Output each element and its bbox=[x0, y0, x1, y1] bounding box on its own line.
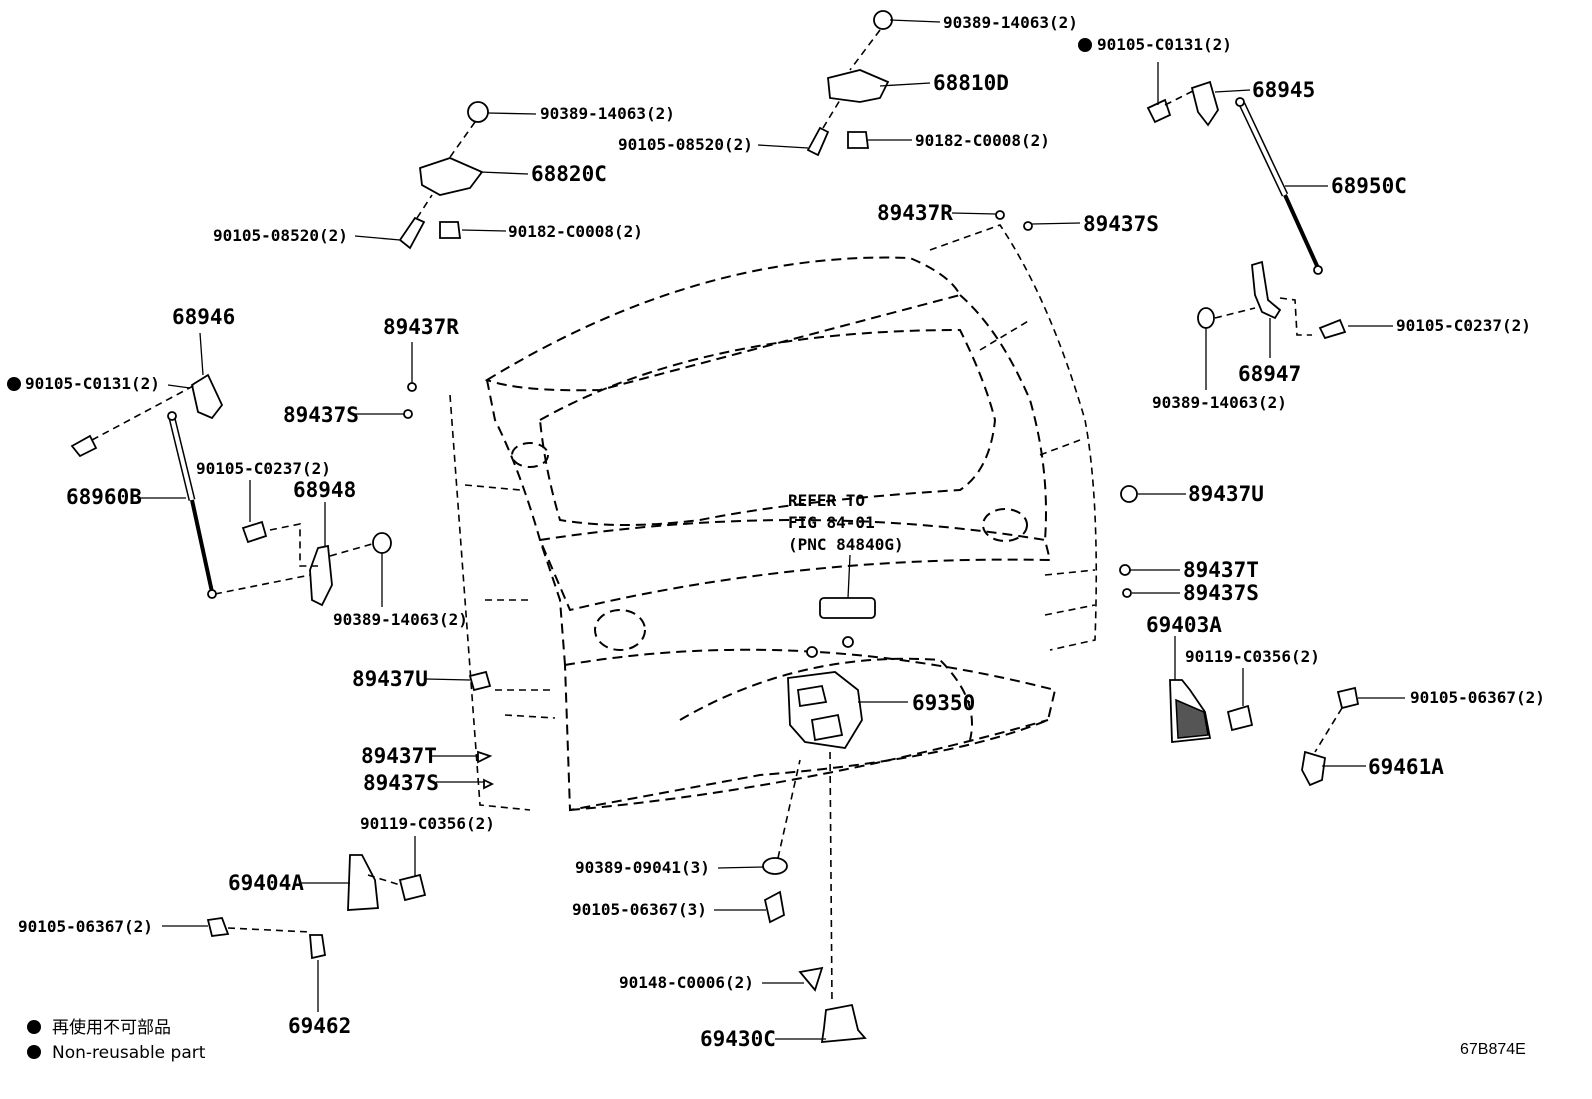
hinge-68810D bbox=[806, 10, 893, 157]
label-68948: 68948 bbox=[293, 478, 356, 502]
illustration-id: 67B874E bbox=[1460, 1041, 1526, 1058]
bracket-68948 bbox=[241, 520, 392, 607]
bracket-69404A bbox=[347, 854, 427, 911]
legend-en: Non-reusable part bbox=[52, 1043, 206, 1063]
label-69461A: 69461A bbox=[1368, 755, 1444, 779]
label-69350: 69350 bbox=[912, 691, 975, 715]
label-68945: 68945 bbox=[1252, 78, 1315, 102]
label-90389-14063: 90389-14063(2) bbox=[540, 104, 675, 123]
label-68820C: 68820C bbox=[531, 162, 607, 186]
label-69403A: 69403A bbox=[1146, 613, 1222, 637]
back-door-panel bbox=[449, 224, 1098, 812]
label-90105-06367: 90105-06367(2) bbox=[1410, 688, 1545, 707]
label-68946: 68946 bbox=[172, 305, 235, 329]
leader-lines bbox=[137, 19, 1405, 1040]
label-69462: 69462 bbox=[288, 1014, 351, 1038]
label-89437T: 89437T bbox=[1183, 558, 1259, 582]
label-90105-C0131: 90105-C0131(2) bbox=[1097, 35, 1232, 54]
label-90389-14063: 90389-14063(2) bbox=[943, 13, 1078, 32]
fasteners-center bbox=[762, 759, 801, 924]
label-89437S: 89437S bbox=[1183, 581, 1259, 605]
label-90105-C0237: 90105-C0237(2) bbox=[196, 459, 331, 478]
label-90389-14063: 90389-14063(2) bbox=[1152, 393, 1287, 412]
bracket-68947 bbox=[1197, 260, 1347, 340]
label-90105-08520: 90105-08520(2) bbox=[213, 226, 348, 245]
label-89437S: 89437S bbox=[1083, 212, 1159, 236]
label-89437U: 89437U bbox=[352, 667, 428, 691]
refer-line-3: (PNC 84840G) bbox=[788, 535, 904, 554]
legend-dot-icon bbox=[27, 1020, 41, 1034]
legend-jp: 再使用不可部品 bbox=[52, 1017, 171, 1038]
striker-69430C bbox=[798, 751, 867, 1044]
non-reusable-marker bbox=[7, 377, 21, 391]
refer-note: REFER TO FIG 84-01 (PNC 84840G) bbox=[788, 491, 904, 554]
legend: 再使用不可部品 Non-reusable part bbox=[27, 1017, 206, 1063]
non-reusable-marker bbox=[1078, 38, 1092, 52]
label-90389-14063: 90389-14063(2) bbox=[333, 610, 468, 629]
label-68810D: 68810D bbox=[933, 71, 1009, 95]
label-68947: 68947 bbox=[1238, 362, 1301, 386]
label-90119-C0356: 90119-C0356(2) bbox=[1185, 647, 1320, 666]
label-90148-C0006: 90148-C0006(2) bbox=[619, 973, 754, 992]
bracket-68945 bbox=[1146, 80, 1219, 127]
part-labels: 90389-14063(2) 90105-C0131(2) 68810D 689… bbox=[18, 13, 1545, 1051]
label-89437T: 89437T bbox=[361, 744, 437, 768]
label-69404A: 69404A bbox=[228, 871, 304, 895]
label-89437R: 89437R bbox=[877, 201, 953, 225]
label-90105-06367: 90105-06367(2) bbox=[18, 917, 153, 936]
label-90119-C0356: 90119-C0356(2) bbox=[360, 814, 495, 833]
refer-line-2: FIG 84-01 bbox=[788, 513, 875, 532]
strut-68960B bbox=[167, 411, 311, 599]
label-90105-08520: 90105-08520(2) bbox=[618, 135, 753, 154]
label-90105-C0131: 90105-C0131(2) bbox=[25, 374, 160, 393]
strut-68950C bbox=[1235, 97, 1323, 275]
refer-line-1: REFER TO bbox=[788, 491, 865, 510]
hinge-68820C bbox=[398, 101, 489, 250]
label-69430C: 69430C bbox=[700, 1027, 776, 1051]
label-90389-09041: 90389-09041(3) bbox=[575, 858, 710, 877]
label-90182-C0008: 90182-C0008(2) bbox=[915, 131, 1050, 150]
bracket-68946 bbox=[70, 373, 224, 458]
label-89437S: 89437S bbox=[283, 403, 359, 427]
label-68950C: 68950C bbox=[1331, 174, 1407, 198]
label-90105-06367: 90105-06367(3) bbox=[572, 900, 707, 919]
bracket-69403A bbox=[1169, 679, 1254, 743]
label-68960B: 68960B bbox=[66, 485, 142, 509]
label-89437U: 89437U bbox=[1188, 482, 1264, 506]
bracket-69462 bbox=[206, 917, 327, 960]
bracket-69461A bbox=[1301, 686, 1360, 787]
label-90182-C0008: 90182-C0008(2) bbox=[508, 222, 643, 241]
label-89437R: 89437R bbox=[383, 315, 459, 339]
legend-dot-icon bbox=[27, 1045, 41, 1059]
label-89437S: 89437S bbox=[363, 771, 439, 795]
bumpers bbox=[403, 210, 1138, 790]
rear-handle bbox=[819, 597, 876, 619]
label-90105-C0237: 90105-C0237(2) bbox=[1396, 316, 1531, 335]
lock-assembly-69350 bbox=[787, 671, 863, 749]
